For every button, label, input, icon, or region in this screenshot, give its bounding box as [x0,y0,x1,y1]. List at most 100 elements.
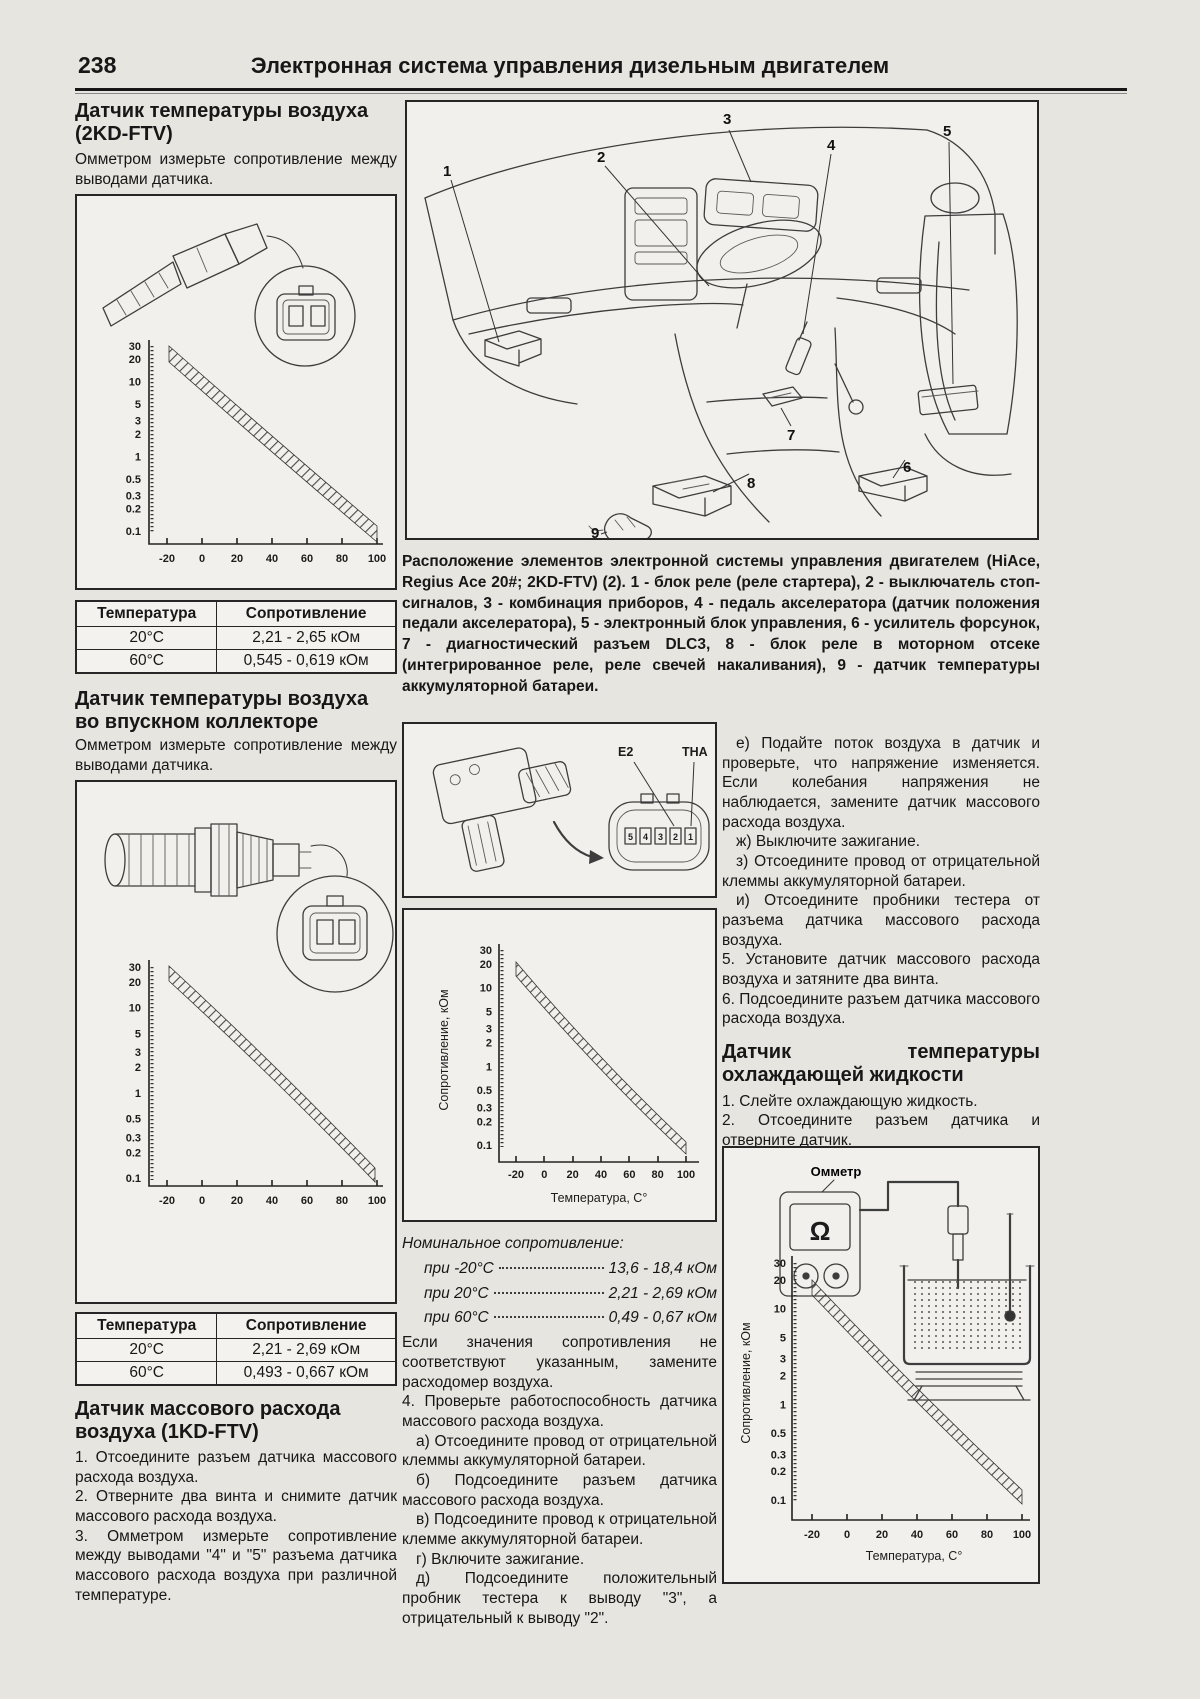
tick-label: 3 [780,1354,786,1366]
tick-label: -20 [159,553,175,565]
connector-leaders [633,761,695,827]
callout-7: 7 [787,427,795,444]
paragraph: Если значения сопротивления не соответст… [402,1334,717,1391]
y-axis-label: Сопротивление, кОм [437,989,451,1110]
cabin-art [424,126,1018,543]
pin-4: 4 [643,832,648,842]
tick-label: 20 [480,959,492,971]
maf-sensor-drawing: E2 THA 5 4 3 2 1 [432,745,710,872]
y-axis-label: Сопротивление, кОм [739,1322,753,1443]
nominal-title: Номинальное сопротивление: [402,1235,624,1252]
tick-label: -20 [159,1195,175,1207]
tick-label: 5 [135,1028,141,1040]
middle-text-block: Номинальное сопротивление: при -20°С 13,… [402,1232,717,1628]
callout-2: 2 [597,149,605,166]
tick-label: 2 [780,1371,786,1383]
step: г) Включите зажигание. [416,1550,585,1568]
tick-label: 30 [129,341,141,353]
tick-label: 10 [774,1304,786,1316]
tick-label: 60 [946,1529,958,1541]
cell: 2,21 - 2,65 кОм [216,626,397,650]
step: 2. Отверните два винта и снимите датчик … [75,1488,397,1526]
tick-label: 0 [199,553,205,565]
table-row: 60°С 0,545 - 0,619 кОм [75,649,397,674]
tick-label: 5 [780,1332,786,1344]
tick-label: 3 [135,1047,141,1059]
coolant-test-drawing: Омметр Ω [739,1164,1035,1563]
cell: 2,21 - 2,69 кОм [216,1338,397,1362]
tick-label: 20 [231,553,243,565]
tick-label: 5 [486,1006,492,1018]
nominal-line: при 60°С 0,49 - 0,67 кОм [402,1306,717,1331]
tick-label: 30 [774,1258,786,1270]
condition: при 20°С [424,1284,489,1302]
section-body: Омметром измерьте сопротивление между вы… [75,151,397,188]
tick-label: -20 [508,1169,524,1181]
col-header: Сопротивление [216,600,397,627]
condition: при 60°С [424,1309,489,1327]
tick-label: 0.3 [477,1102,492,1114]
tick-label: 0.3 [126,490,141,502]
tick-label: 20 [876,1529,888,1541]
tick-label: 0.2 [126,504,141,516]
tick-label: 100 [1013,1529,1031,1541]
nominal-line: при -20°С 13,6 - 18,4 кОм [402,1257,717,1282]
maf-steps: 1. Отсоедините разъем датчика массового … [75,1448,397,1605]
cell: 20°С [75,626,218,650]
nominal-line: при 20°С 2,21 - 2,69 кОм [402,1282,717,1307]
step: е) Подайте поток воздуха в датчик и пров… [722,735,1040,831]
step: 2. Отсоедините разъем датчика и отвернит… [722,1112,1040,1150]
callout-leaders [450,129,954,535]
x-axis-label: Температура, С° [866,1549,963,1563]
figure-caption: Расположение элементов электронной систе… [402,553,1040,695]
sensor-art [102,223,356,367]
step: 3. Омметром измерьте сопротивление между… [75,1527,397,1604]
tick-label: 0.5 [771,1428,786,1440]
ohmmeter-label: Омметр [811,1164,862,1179]
tick-label: 20 [231,1195,243,1207]
tick-label: 1 [135,1088,141,1100]
tick-label: 0.5 [126,474,141,486]
tick-label: 0.3 [126,1132,141,1144]
tick-label: 0.2 [477,1116,492,1128]
tick-label: 80 [336,553,348,565]
tick-label: 20 [774,1275,786,1287]
tick-label: 0.2 [126,1147,141,1159]
step: б) Подсоедините разъем датчика массового… [402,1471,717,1509]
tick-label: 10 [480,983,492,995]
ohmmeter-art [779,1179,1035,1401]
pin-3: 3 [658,832,663,842]
step: а) Отсоедините провод от отрицательной к… [402,1432,717,1470]
callout-8: 8 [747,475,755,492]
cabin-drawing: 1 2 3 4 5 6 7 8 9 [424,111,1018,543]
resistance-table-2: Температура Сопротивление 20°С 2,21 - 2,… [75,1312,397,1386]
pin-1: 1 [688,832,693,842]
tick-label: 0 [199,1195,205,1207]
tick-label: -20 [804,1529,820,1541]
cell: 0,545 - 0,619 кОм [216,649,397,674]
tick-label: 0.1 [771,1495,786,1507]
tick-label: 80 [652,1169,664,1181]
pin-5: 5 [628,832,633,842]
dot-leader [493,1291,604,1294]
header-rule [75,88,1127,94]
step: 5. Установите датчик массового расхода в… [722,951,1040,989]
tick-label: 3 [135,416,141,428]
pin-label-tha: THA [682,745,708,759]
section-body: Омметром измерьте сопротивление между вы… [75,737,397,774]
tick-label: 0 [844,1529,850,1541]
component-location-figure: 1 2 3 4 5 6 7 8 9 [405,100,1039,543]
col-header: Сопротивление [216,1312,397,1339]
tick-label: 40 [266,1195,278,1207]
pin-numbers: 5 4 3 2 1 [628,832,693,842]
tick-label: 1 [780,1399,786,1411]
callout-1: 1 [443,163,451,180]
tick-label: 80 [981,1529,993,1541]
